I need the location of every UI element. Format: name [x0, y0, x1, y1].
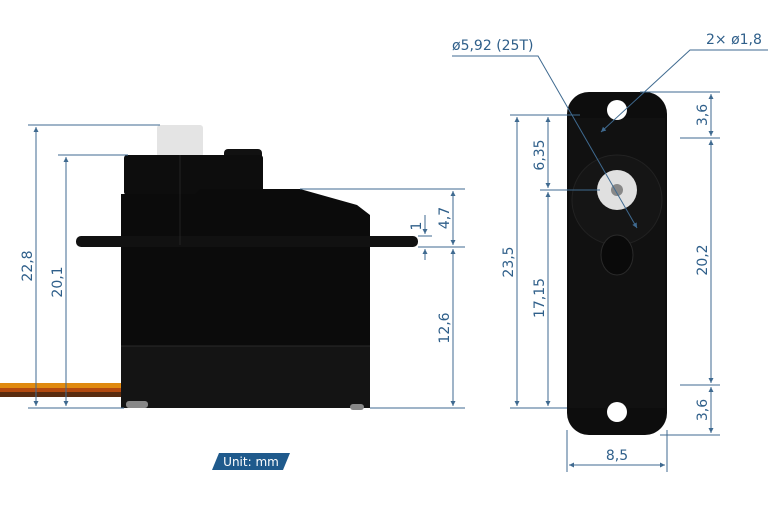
label-upper-height: 4,7 [437, 207, 453, 229]
label-hole-spacing: 20,2 [695, 244, 711, 275]
output-shaft [157, 125, 203, 157]
wire-orange [0, 383, 124, 388]
label-shaft-offset: 6,35 [532, 139, 548, 170]
label-overall-height: 22,8 [20, 250, 36, 281]
label-lower-height: 12,6 [437, 312, 453, 343]
mount-hole-bottom [607, 402, 627, 422]
label-flange: 1 [409, 222, 425, 231]
label-body-height: 20,1 [50, 266, 66, 297]
servo-side-view: 22,8 20,1 4,7 1 12,6 [0, 124, 465, 410]
leader-holes [600, 49, 768, 133]
servo-horn-view: 23,5 6,35 17,15 3,6 20,2 3,6 8,5 ø5,92 (… [452, 32, 768, 472]
mounting-flange [76, 236, 418, 247]
callout-holes: 2× ø1,8 [706, 32, 762, 48]
mount-hole-top [607, 100, 627, 120]
unit-badge: Unit: mm [212, 453, 290, 470]
wire-brown [0, 392, 124, 397]
unit-label: Unit: mm [223, 455, 279, 469]
bottom-cover [121, 346, 370, 408]
wire-red [0, 388, 124, 392]
label-overall-length: 23,5 [501, 246, 517, 277]
label-hole-bottom: 3,6 [695, 399, 711, 421]
leader-spline [452, 55, 638, 229]
label-shaft-to-bottom: 17,15 [532, 278, 548, 318]
callout-spline: ø5,92 (25T) [452, 38, 533, 54]
label-hole-top: 3,6 [695, 104, 711, 126]
label-width: 8,5 [606, 448, 628, 464]
top-housing [124, 155, 263, 195]
